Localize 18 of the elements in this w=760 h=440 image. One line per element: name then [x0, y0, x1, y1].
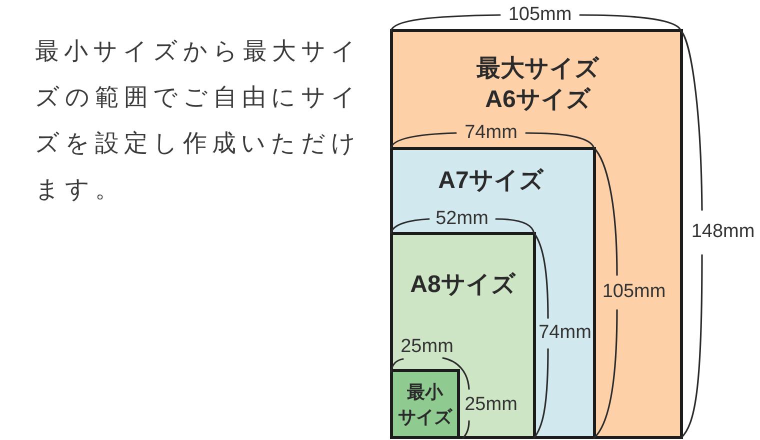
size-box	[390, 29, 683, 439]
box-label: A7サイズ	[438, 166, 544, 196]
box-label: 最小サイズ	[397, 381, 454, 429]
description-text: 最小サイズから最大サイズの範囲でご自由にサイズを設定し作成いただけます。	[35, 37, 362, 205]
box-label: 最大サイズ	[476, 54, 600, 84]
dimension-label: 74mm	[464, 122, 518, 144]
size-box	[390, 232, 536, 439]
box-label: A6サイズ	[485, 85, 591, 115]
dimension-label: 105mm	[602, 281, 666, 303]
dimension-label: 52mm	[436, 208, 488, 230]
size-box	[390, 369, 460, 439]
dimension-label: 74mm	[538, 322, 592, 344]
dimension-label: 148mm	[691, 221, 755, 243]
size-box	[390, 147, 596, 439]
box-label: A8サイズ	[410, 270, 516, 300]
dimension-label: 25mm	[464, 394, 518, 416]
dimension-label: 25mm	[400, 336, 454, 358]
dimension-label: 105mm	[508, 4, 572, 26]
